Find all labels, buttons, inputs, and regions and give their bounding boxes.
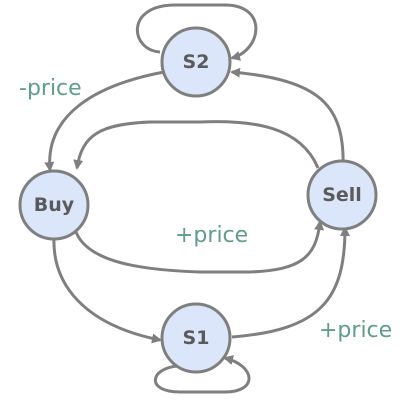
node-buy-label: Buy	[34, 194, 75, 216]
node-s1-label: S1	[183, 327, 210, 349]
edge-label-plus-price-s1-to-sell: +price	[319, 318, 393, 343]
edge-s2-to-buy	[44, 70, 165, 172]
node-buy: Buy	[18, 169, 90, 241]
edge-buy-to-s1	[52, 236, 162, 344]
edge-s1-to-sell	[231, 226, 350, 339]
node-s1: S1	[160, 302, 232, 374]
edge-s1-self-loop	[153, 355, 251, 394]
edge-buy-to-sell	[74, 220, 325, 274]
edge-sell-to-buy	[73, 120, 320, 170]
edge-s2-self-loop	[136, 3, 258, 61]
edge-label-plus-price-buy-to-sell: +price	[175, 223, 249, 248]
node-s2: S2	[160, 26, 232, 98]
node-sell-label: Sell	[322, 184, 362, 206]
edge-sell-to-s2	[230, 67, 345, 169]
edges	[44, 3, 350, 394]
edge-label-minus-price: -price	[19, 76, 82, 101]
node-s2-label: S2	[183, 51, 210, 73]
node-sell: Sell	[306, 159, 378, 231]
